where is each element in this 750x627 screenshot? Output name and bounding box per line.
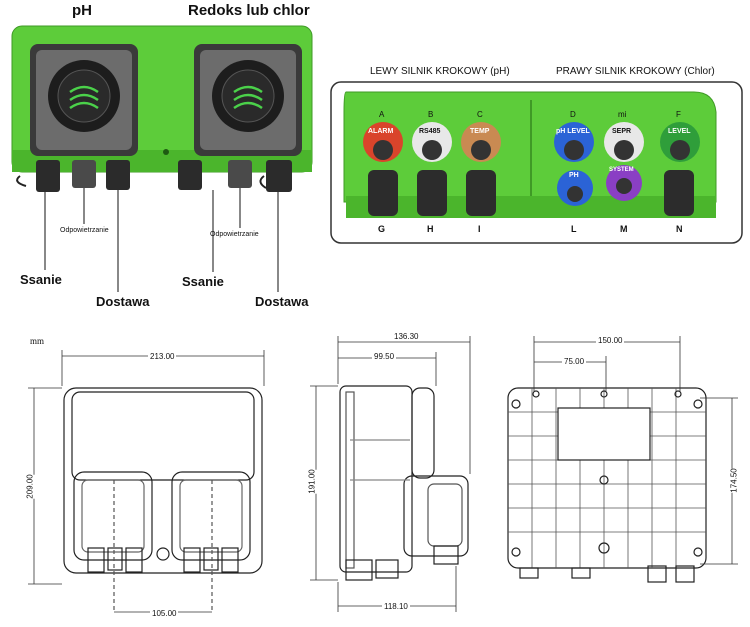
redox-title: Redoks lub chlor bbox=[188, 2, 310, 19]
back-drawing bbox=[507, 387, 707, 583]
side-drawing bbox=[339, 385, 469, 581]
connector-tag-ph-level: pH LEVEL bbox=[556, 128, 590, 135]
pump-photo bbox=[11, 25, 313, 292]
connector-letter-h: H bbox=[427, 224, 434, 234]
left-suction-label: Ssanie bbox=[20, 272, 62, 287]
right-suction-label: Ssanie bbox=[182, 274, 224, 289]
left-vent-label: Odpowietrzanie bbox=[60, 227, 109, 234]
left-motor-label: LEWY SILNIK KROKOWY (pH) bbox=[370, 66, 510, 77]
connector-letter-g: G bbox=[378, 224, 386, 234]
right-vent-label: Odpowietrzanie bbox=[210, 231, 259, 238]
connector-letter-f: F bbox=[676, 110, 681, 119]
side-inner-dim: 99.50 bbox=[372, 352, 397, 361]
connector-letter-n: N bbox=[676, 224, 683, 234]
connector-tag-rs485: RS485 bbox=[419, 128, 441, 135]
connector-tag-temp: TEMP bbox=[470, 128, 490, 135]
side-dimensions bbox=[310, 336, 471, 612]
connector-tag-system: SYSTEM bbox=[609, 167, 634, 173]
side-depth-dim: 136.30 bbox=[392, 332, 421, 341]
front-height-dim: 209.00 bbox=[25, 474, 35, 499]
connector-letter-c: C bbox=[477, 110, 483, 119]
back-width-dim: 150.00 bbox=[596, 336, 625, 345]
connector-tag-alarm: ALARM bbox=[368, 128, 394, 135]
right-delivery-label: Dostawa bbox=[255, 294, 309, 309]
connector-tag-level: LEVEL bbox=[668, 128, 691, 135]
connector-letter-mi: mi bbox=[618, 110, 627, 119]
right-motor-label: PRAWY SILNIK KROKOWY (Chlor) bbox=[556, 66, 715, 77]
side-bottom-dim: 118.10 bbox=[382, 602, 410, 611]
front-drawing bbox=[63, 387, 263, 610]
connector-letter-a: A bbox=[379, 110, 385, 119]
connector-tag-sepr: SEPR bbox=[612, 128, 632, 135]
connector-letter-m: M bbox=[620, 224, 628, 234]
connector-letter-b: B bbox=[428, 110, 434, 119]
unit-label: mm bbox=[30, 336, 45, 346]
connector-panel bbox=[330, 81, 743, 244]
connector-tag-ph: PH bbox=[569, 172, 579, 179]
front-bottom-dim: 105.00 bbox=[150, 609, 179, 618]
left-delivery-label: Dostawa bbox=[96, 294, 150, 309]
back-height-dim: 174.50 bbox=[729, 468, 739, 493]
ph-title: pH bbox=[72, 2, 92, 19]
side-height-dim: 191.00 bbox=[307, 469, 317, 494]
connector-letter-d: D bbox=[570, 110, 576, 119]
back-half-dim: 75.00 bbox=[562, 357, 587, 366]
connector-letter-i: I bbox=[478, 224, 481, 234]
connector-letter-l: L bbox=[571, 224, 577, 234]
front-width-dim: 213.00 bbox=[148, 352, 177, 361]
